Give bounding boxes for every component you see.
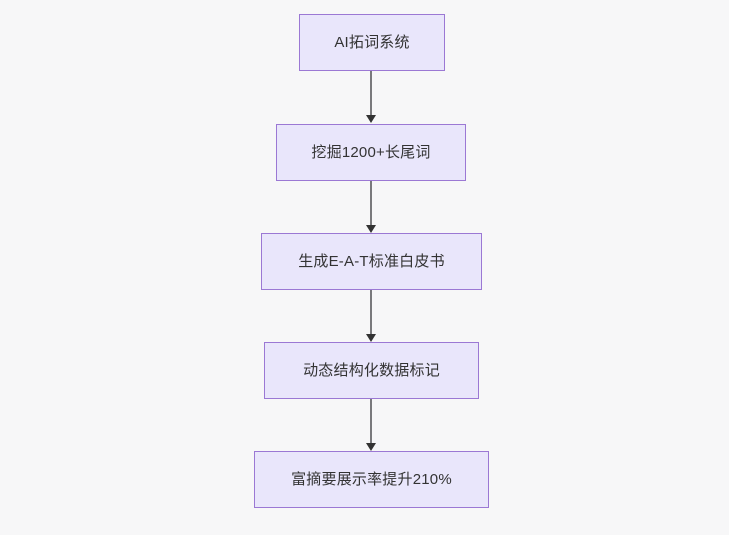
connector-line <box>370 290 372 334</box>
flow-connector-4 <box>365 399 377 451</box>
flow-node-label: 生成E-A-T标准白皮书 <box>298 252 445 270</box>
flow-node-label: AI拓词系统 <box>334 33 410 51</box>
flow-node-mine-longtail-keywords[interactable]: 挖掘1200+长尾词 <box>276 124 466 181</box>
connector-line <box>370 181 372 225</box>
flow-connector-1 <box>365 71 377 123</box>
flow-node-dynamic-structured-data-markup[interactable]: 动态结构化数据标记 <box>264 342 479 399</box>
flow-connector-2 <box>365 181 377 233</box>
flow-node-label: 动态结构化数据标记 <box>303 361 440 379</box>
arrowhead-icon <box>366 443 376 451</box>
connector-line <box>370 399 372 443</box>
arrowhead-icon <box>366 225 376 233</box>
connector-line <box>370 71 372 115</box>
arrowhead-icon <box>366 334 376 342</box>
flow-node-label: 富摘要展示率提升210% <box>291 470 452 488</box>
flow-node-ai-keyword-system[interactable]: AI拓词系统 <box>299 14 445 71</box>
flow-node-label: 挖掘1200+长尾词 <box>311 143 431 161</box>
arrowhead-icon <box>366 115 376 123</box>
flow-node-generate-eat-whitepaper[interactable]: 生成E-A-T标准白皮书 <box>261 233 482 290</box>
flow-node-rich-snippet-rate-increase[interactable]: 富摘要展示率提升210% <box>254 451 489 508</box>
flow-connector-3 <box>365 290 377 342</box>
